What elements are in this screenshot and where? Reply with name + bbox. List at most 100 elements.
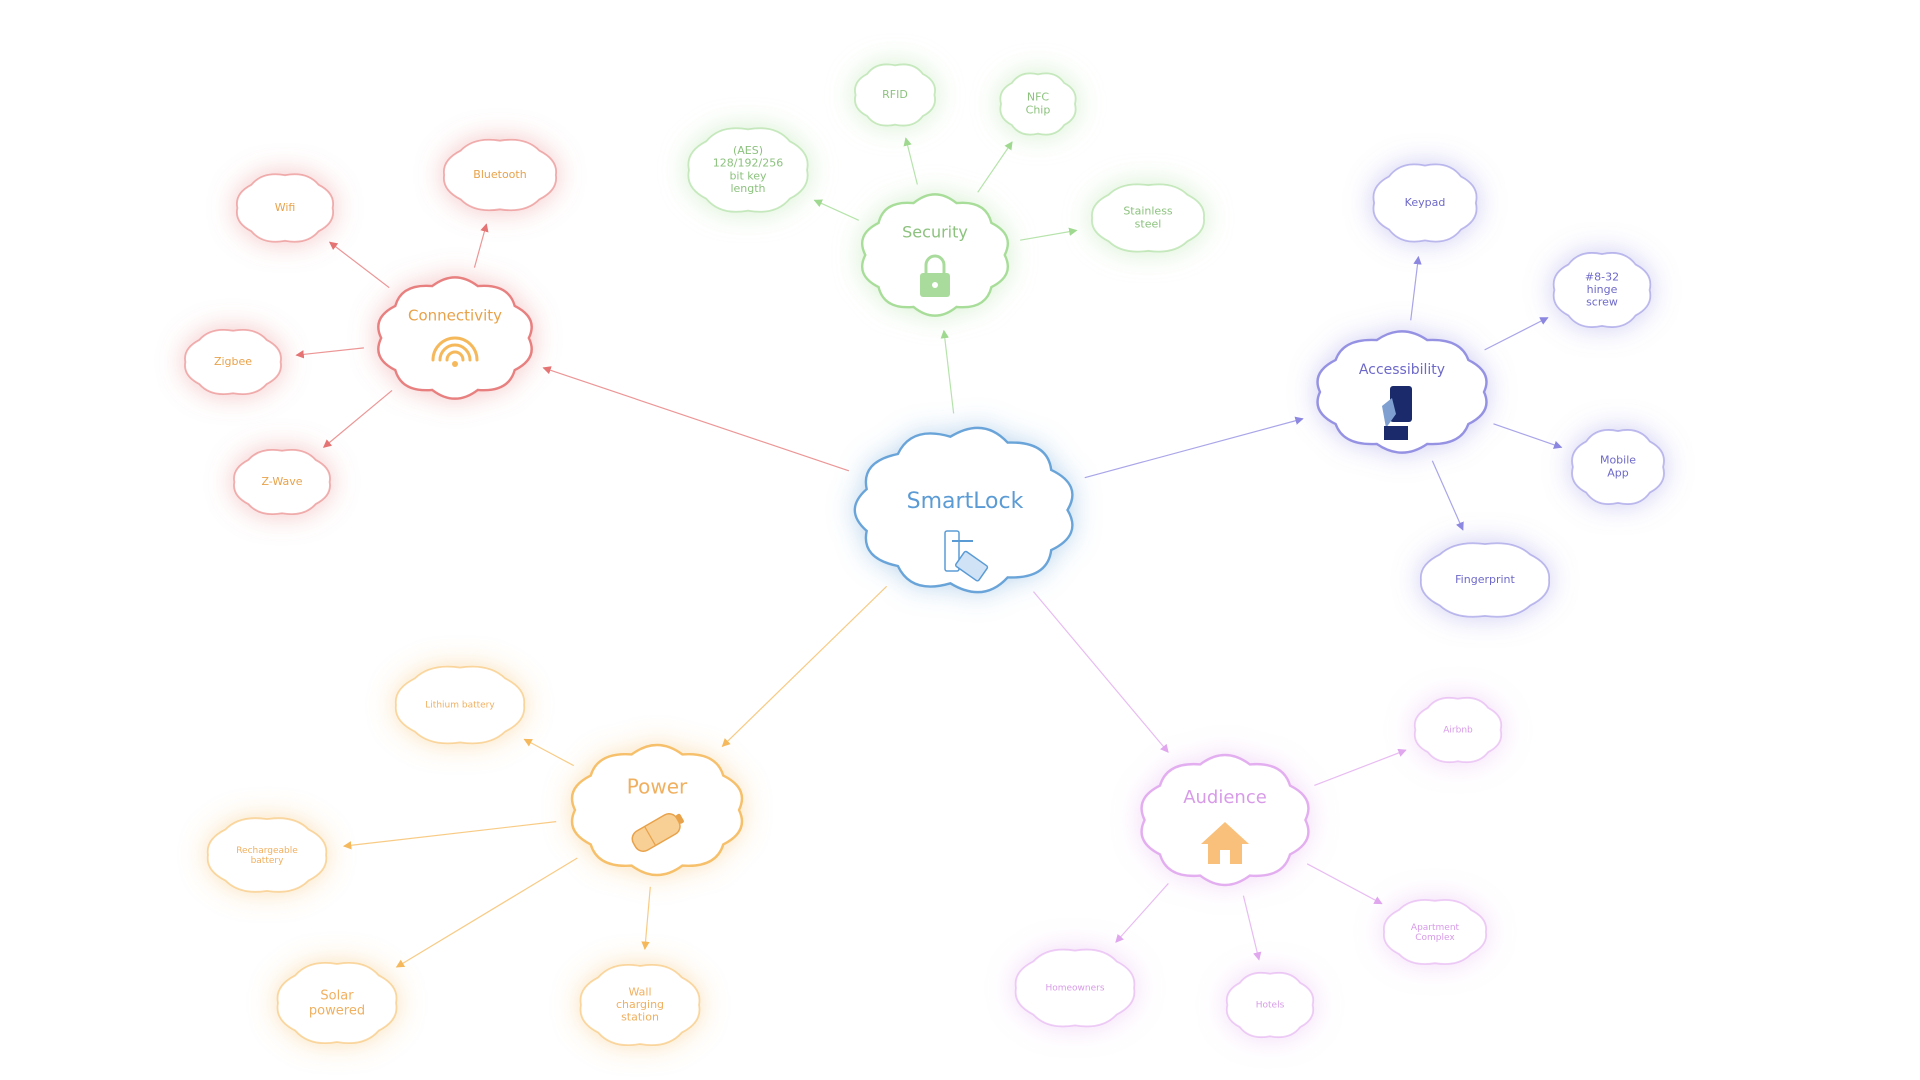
edge-smartlock-security xyxy=(940,329,955,414)
edge-accessibility-child-1 xyxy=(1484,317,1549,351)
audience-child-label: Homeowners xyxy=(1045,984,1104,994)
edge-accessibility-child-2 xyxy=(1493,423,1563,449)
edge-security-child-0 xyxy=(813,199,860,221)
connectivity-child-node[interactable]: Zigbee xyxy=(184,329,282,395)
power-node[interactable]: Power xyxy=(570,743,744,877)
power-child-node[interactable]: Lithium battery xyxy=(394,665,526,745)
accessibility-child-shape xyxy=(1552,252,1652,328)
accessibility-child-node[interactable]: Keypad xyxy=(1372,163,1478,243)
connectivity-label: Connectivity xyxy=(408,307,502,325)
wifi-icon xyxy=(431,336,479,367)
audience-child-node[interactable]: Hotels xyxy=(1225,971,1315,1039)
audience-child-node[interactable]: Airbnb xyxy=(1413,696,1503,764)
audience-node[interactable]: Audience xyxy=(1140,753,1310,887)
connectivity-child-label: Z-Wave xyxy=(261,475,302,488)
edge-smartlock-power xyxy=(721,585,888,747)
power-label: Power xyxy=(627,775,688,799)
smartlock-center-node[interactable]: SmartLock xyxy=(853,426,1074,594)
audience-child-label: Hotels xyxy=(1256,1001,1285,1011)
edge-security-child-2 xyxy=(977,141,1013,193)
security-child-shape xyxy=(999,72,1077,136)
power-child-label: Lithium battery xyxy=(425,701,495,711)
connectivity-child-label: Zigbee xyxy=(214,355,252,368)
edge-audience-child-2 xyxy=(1242,895,1262,961)
security-child-shape xyxy=(687,127,809,213)
connectivity-child-label: Wifi xyxy=(275,201,296,214)
connectivity-child-node[interactable]: Bluetooth xyxy=(443,138,557,212)
edge-security-child-3 xyxy=(1020,227,1078,241)
house-icon xyxy=(1201,822,1249,864)
accessibility-node[interactable]: Accessibility xyxy=(1316,330,1488,454)
security-child-label: RFID xyxy=(882,88,908,101)
edge-power-child-0 xyxy=(523,738,575,767)
audience-shape xyxy=(1140,753,1310,887)
power-child-shape xyxy=(206,817,328,893)
audience-child-label: Airbnb xyxy=(1443,726,1473,736)
audience-child-shape xyxy=(1225,971,1315,1039)
battery-icon xyxy=(631,813,684,852)
edge-power-child-2 xyxy=(395,857,578,968)
edges-layer xyxy=(295,137,1563,968)
accessibility-child-shape xyxy=(1571,429,1665,505)
edge-power-child-1 xyxy=(342,821,557,850)
edge-connectivity-child-0 xyxy=(328,241,390,289)
edge-connectivity-child-2 xyxy=(295,347,364,359)
connectivity-child-shape xyxy=(184,329,282,395)
smartlock-shape xyxy=(853,426,1074,594)
security-child-shape xyxy=(854,63,936,127)
door-handle-card-icon xyxy=(944,530,989,582)
connectivity-child-shape xyxy=(233,449,331,515)
connectivity-child-shape xyxy=(443,138,557,212)
edge-accessibility-child-3 xyxy=(1431,460,1464,531)
edge-connectivity-child-3 xyxy=(322,389,393,448)
audience-label: Audience xyxy=(1183,787,1267,808)
edge-connectivity-child-1 xyxy=(473,223,489,268)
accessibility-child-shape xyxy=(1420,542,1550,618)
connectivity-child-shape xyxy=(236,173,334,243)
accessibility-child-node[interactable]: Fingerprint xyxy=(1420,542,1550,618)
edge-accessibility-child-0 xyxy=(1410,255,1422,321)
audience-child-node[interactable]: Homeowners xyxy=(1014,948,1136,1028)
accessibility-child-shape xyxy=(1372,163,1478,243)
power-child-shape xyxy=(394,665,526,745)
phone-in-hand-icon xyxy=(1382,386,1412,440)
connectivity-node[interactable]: Connectivity xyxy=(377,276,533,400)
edge-smartlock-connectivity xyxy=(542,366,850,472)
accessibility-label: Accessibility xyxy=(1359,362,1445,378)
connectivity-child-node[interactable]: Wifi xyxy=(236,173,334,243)
security-child-node[interactable]: RFID xyxy=(854,63,936,127)
connectivity-child-node[interactable]: Z-Wave xyxy=(233,449,331,515)
edge-audience-child-0 xyxy=(1314,748,1407,787)
audience-child-shape xyxy=(1014,948,1136,1028)
edge-smartlock-accessibility xyxy=(1084,416,1304,479)
edge-power-child-3 xyxy=(641,886,651,950)
accessibility-child-label: Fingerprint xyxy=(1455,573,1515,586)
smartlock-label: SmartLock xyxy=(907,489,1024,514)
edge-audience-child-1 xyxy=(1306,863,1383,905)
power-shape xyxy=(570,743,744,877)
edge-security-child-1 xyxy=(903,137,918,185)
power-child-shape xyxy=(579,963,701,1047)
security-node[interactable]: Security xyxy=(861,193,1009,317)
edge-smartlock-audience xyxy=(1033,591,1169,753)
connectivity-child-label: Bluetooth xyxy=(473,168,526,181)
